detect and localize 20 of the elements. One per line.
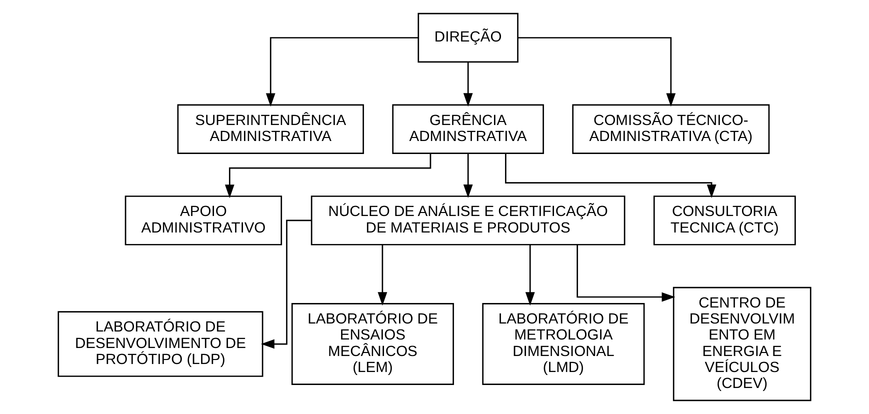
node-box: SUPERINTENDÊNCIA ADMINISTRATIVA xyxy=(177,104,364,154)
node-box: LABORATÓRIO DE DESENVOLVIMENTO DE PROTÓTIPO (LDP) xyxy=(58,311,264,377)
node-box: DIREÇÃO xyxy=(418,12,518,63)
node-box: GERÊNCIA ADMINSTRATIVA xyxy=(392,104,544,154)
arrow xyxy=(463,154,473,198)
arrow xyxy=(266,37,418,107)
node-box: CENTRO DE DESENVOLVIM ENTO EM ENERGIA E VEÍCULOS (CDEV) xyxy=(672,286,812,402)
node-box: COMISSÃO TÉCNICO- ADMINISTRATIVA (CTA) xyxy=(572,104,770,154)
node-box: NÚCLEO DE ANÁLISE E CERTIFICAÇÃO DE MATERIAIS E PRODUTOS xyxy=(310,196,626,246)
node-box: LABORATÓRIO DE ENSAIOS MECÂNICOS (LEM) xyxy=(291,303,454,385)
arrow xyxy=(525,244,535,306)
arrow xyxy=(576,244,676,302)
arrow xyxy=(505,153,716,198)
node-box: APOIO ADMINISTRATIVO xyxy=(124,196,282,246)
arrow xyxy=(463,62,473,107)
node-box: CONSULTORIA TECNICA (CTC) xyxy=(653,196,796,246)
node-box: LABORATÓRIO DE METROLOGIA DIMENSIONAL (LMD) xyxy=(482,303,645,385)
arrow xyxy=(378,244,388,306)
arrow xyxy=(518,37,676,107)
arrow xyxy=(260,220,312,349)
